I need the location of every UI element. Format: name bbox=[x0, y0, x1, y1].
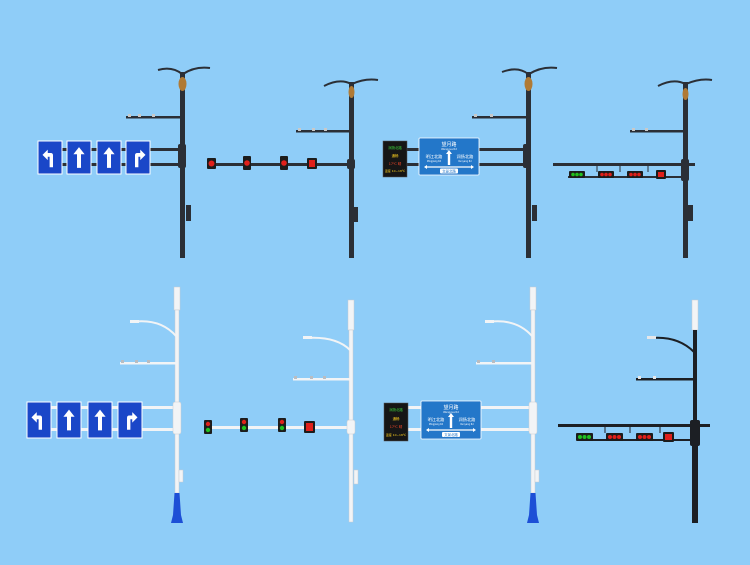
light-arm-upper bbox=[558, 424, 710, 427]
guide-left-pinyin: Mingjiang Rd bbox=[429, 423, 444, 426]
control-box bbox=[534, 469, 540, 483]
lamp-head bbox=[348, 86, 355, 98]
info-line-1: 润扬北路 bbox=[389, 407, 403, 412]
guide-bottom-name: 文景北路 bbox=[444, 432, 458, 437]
guide-right-name: 润扬北路 bbox=[459, 416, 477, 423]
lamp-arm bbox=[305, 336, 351, 351]
lamp-head bbox=[682, 88, 689, 100]
pole-shaft bbox=[174, 309, 180, 494]
guide-right-pinyin: Runyang Rd bbox=[458, 160, 472, 163]
up-arrow-icon bbox=[446, 150, 452, 165]
pole-shaft bbox=[693, 330, 697, 445]
dark-pole-long-arm-lights bbox=[553, 78, 713, 258]
camera-arm bbox=[630, 130, 685, 133]
info-line-3: 17℃ 晴 bbox=[389, 161, 402, 166]
traffic-light-units bbox=[204, 418, 315, 434]
control-box bbox=[354, 207, 358, 222]
lamp-head bbox=[524, 77, 533, 91]
guide-bottom-name: 文景北路 bbox=[442, 169, 456, 174]
camera-arm bbox=[120, 362, 176, 365]
dark-pole-guide-sign: 润扬北路 通畅 17℃ 晴 温度 10~18℃ 望月路 Wangyue Rd 明… bbox=[382, 66, 558, 258]
lane-sign-panels bbox=[26, 401, 143, 439]
left-right-arrow-icon bbox=[426, 428, 476, 432]
lamp-arm bbox=[487, 320, 533, 337]
led-info-board: 润扬北路 通畅 17℃ 晴 温度 10~18℃ bbox=[382, 140, 408, 178]
guide-left-name: 明江北路 bbox=[426, 153, 444, 160]
guide-right-pinyin: Runyang Rd bbox=[460, 423, 474, 426]
road-guide-sign: 望月路 Wangyue Rd 明江北路 Mingjiang Rd 润扬北路 Ru… bbox=[420, 400, 482, 440]
control-box bbox=[178, 469, 184, 483]
up-arrow-icon bbox=[448, 413, 454, 428]
lamp-arm bbox=[651, 336, 695, 353]
pole-base bbox=[171, 493, 183, 523]
guide-left-name: 明江北路 bbox=[428, 416, 446, 423]
info-line-2: 通畅 bbox=[393, 416, 400, 421]
road-guide-sign: 望月路 Wangyue Rd 明江北路 Mingjiang Rd 润扬北路 Ru… bbox=[418, 137, 480, 176]
dark-pole-lane-signs bbox=[37, 66, 211, 258]
white-pole-guide-sign: 润扬北路 通畅 17℃ 晴 温度 10~18℃ 望月路 Wangyue Rd 明… bbox=[383, 286, 540, 523]
info-line-3: 17℃ 晴 bbox=[390, 424, 403, 429]
control-box bbox=[688, 205, 693, 221]
lamp-head bbox=[178, 77, 187, 91]
pole-base bbox=[527, 493, 539, 523]
guide-left-pinyin: Mingjiang Rd bbox=[427, 160, 442, 163]
info-line-2: 通畅 bbox=[392, 153, 399, 158]
control-box bbox=[353, 469, 359, 485]
led-info-board: 润扬北路 通畅 17℃ 晴 温度 10~18℃ bbox=[383, 402, 409, 442]
camera-arm bbox=[126, 116, 182, 119]
control-box bbox=[186, 205, 191, 221]
camera-arm bbox=[296, 130, 351, 133]
info-line-4: 温度 10~18℃ bbox=[385, 168, 406, 173]
left-right-arrow-icon bbox=[424, 165, 474, 169]
light-arm bbox=[204, 426, 350, 429]
camera-arm bbox=[636, 378, 694, 381]
camera-arm bbox=[476, 362, 532, 365]
light-arm-upper bbox=[553, 163, 695, 166]
white-pole-lane-signs bbox=[26, 286, 184, 523]
guide-title: 望月路 bbox=[443, 404, 458, 411]
pole-shaft bbox=[530, 309, 536, 494]
mixed-pole-long-arm-lights bbox=[558, 299, 710, 523]
white-pole-traffic-lights bbox=[204, 299, 359, 523]
guide-subtitle: Wangyue Rd bbox=[443, 410, 459, 414]
traffic-light-units bbox=[207, 156, 317, 170]
camera-arm bbox=[293, 378, 350, 381]
traffic-light-units bbox=[569, 170, 666, 179]
camera-arm bbox=[472, 116, 528, 119]
lamp-arm bbox=[131, 320, 177, 337]
guide-right-name: 润扬北路 bbox=[457, 153, 475, 160]
guide-title: 望月路 bbox=[441, 141, 456, 148]
lane-sign-panels bbox=[37, 140, 151, 175]
control-box bbox=[532, 205, 537, 221]
info-line-4: 温度 10~18℃ bbox=[386, 432, 407, 437]
dark-pole-traffic-lights bbox=[207, 78, 379, 258]
info-line-1: 润扬北路 bbox=[388, 145, 402, 150]
pole-shaft bbox=[349, 82, 354, 258]
traffic-light-units bbox=[576, 432, 674, 442]
guide-subtitle: Wangyue Rd bbox=[441, 147, 457, 151]
